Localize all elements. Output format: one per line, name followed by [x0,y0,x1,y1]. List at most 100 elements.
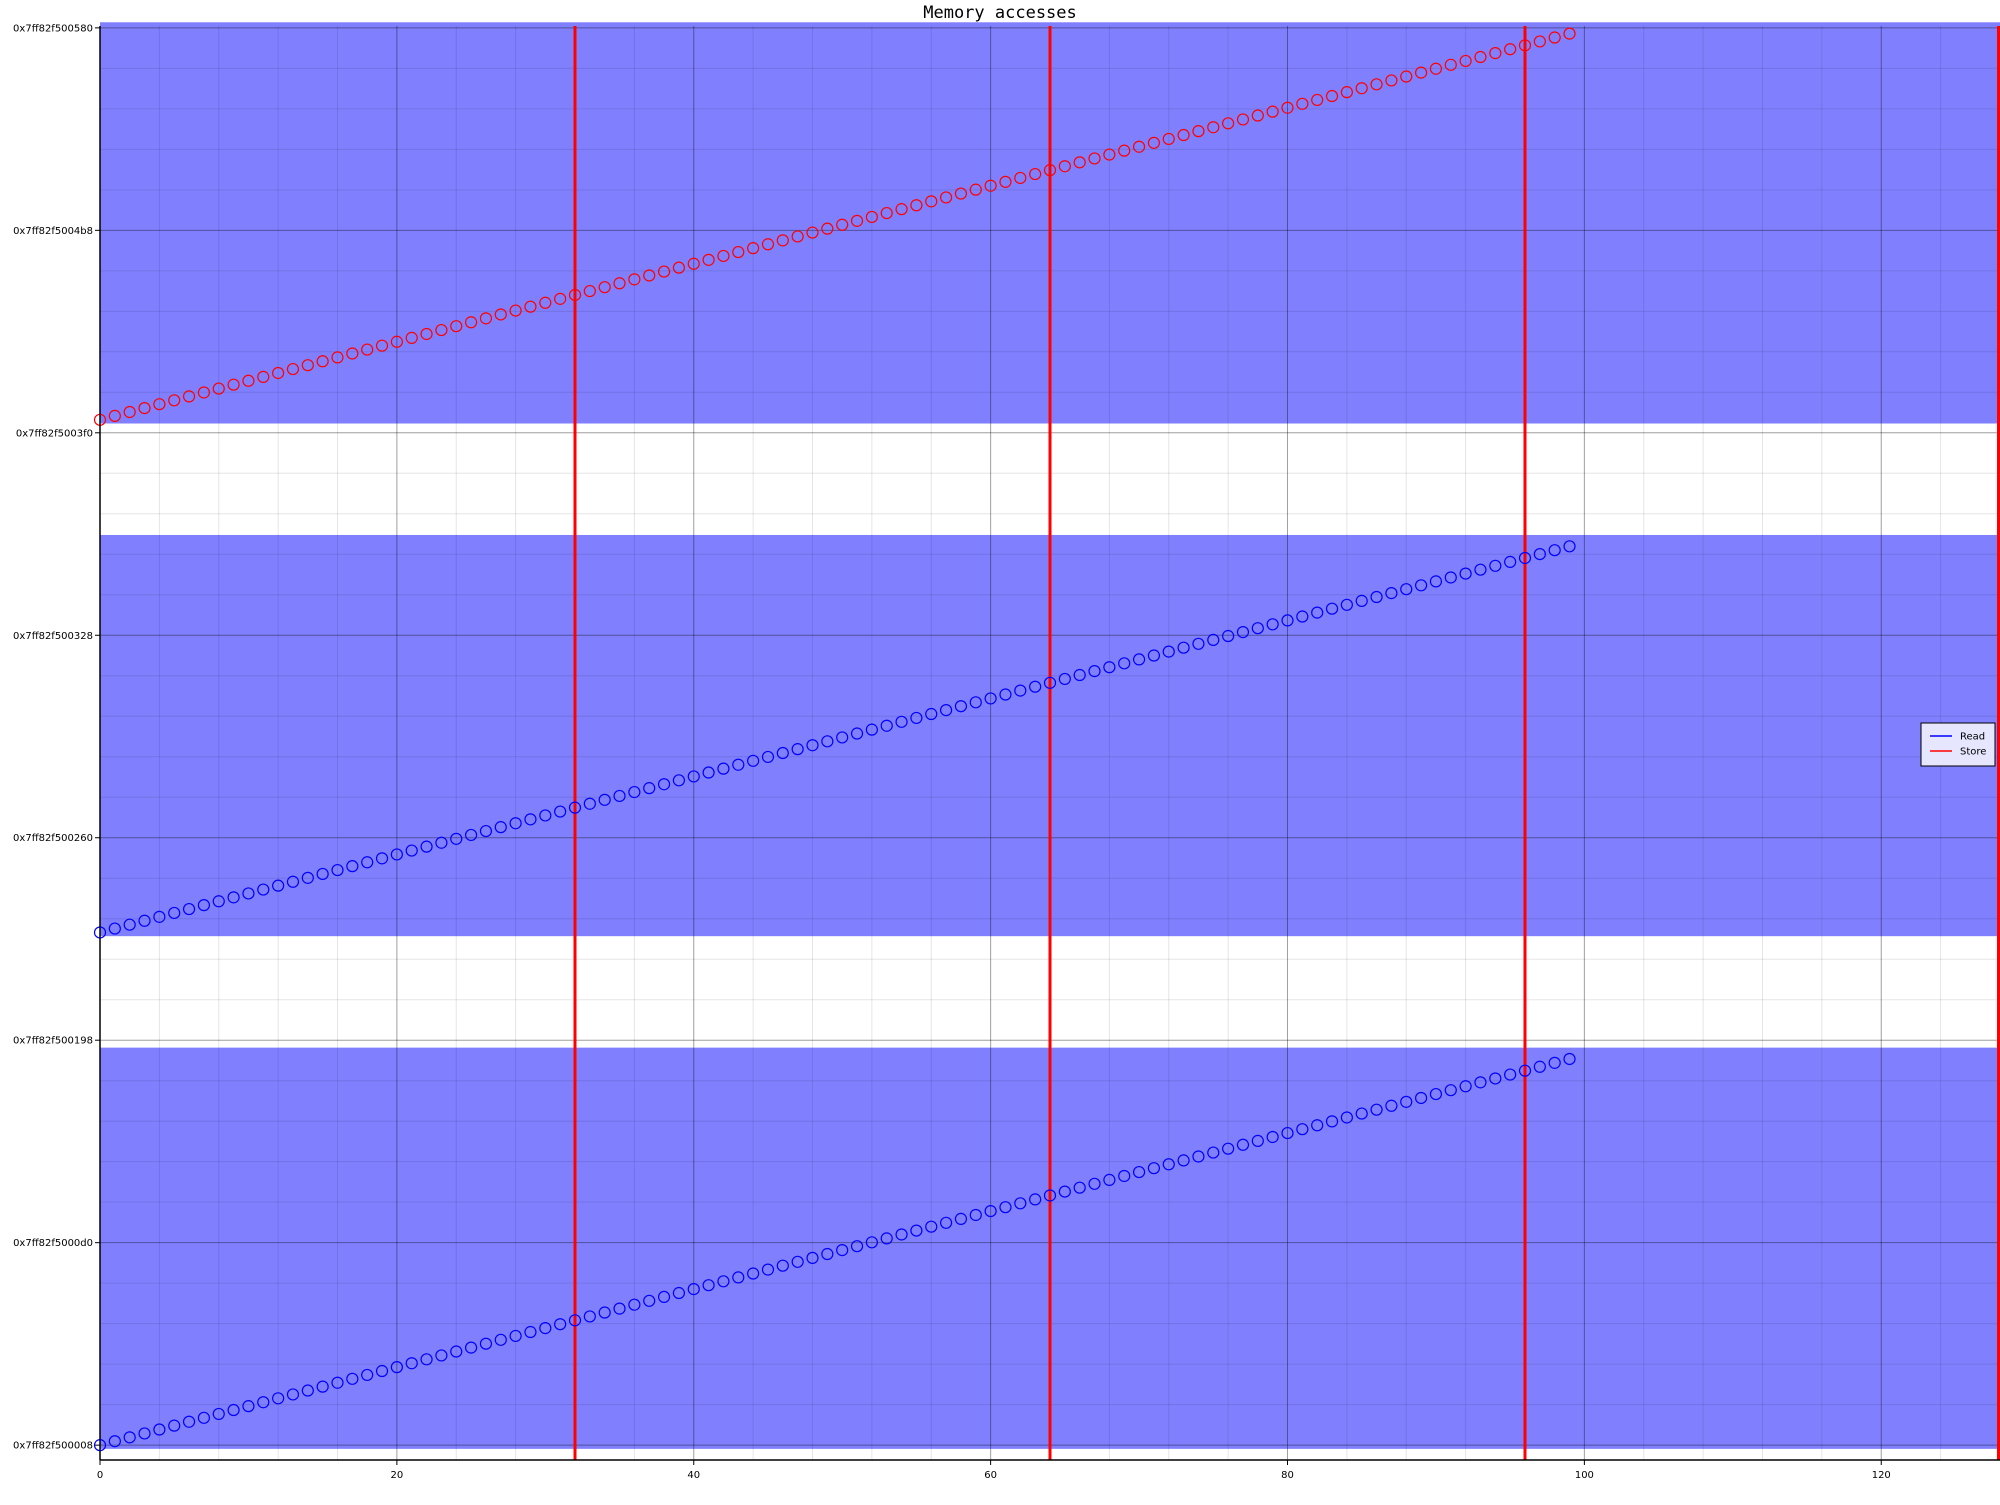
data-point [539,296,552,309]
data-point [761,238,775,251]
data-point [1548,544,1561,557]
data-point [494,821,507,834]
data-point [1400,583,1413,596]
data-point [272,366,285,380]
data-point [672,261,686,274]
data-point [850,1240,864,1253]
data-point [1118,144,1131,157]
data-point [776,746,789,760]
data-point [954,187,968,200]
data-point [628,273,641,286]
data-point [1132,1165,1146,1179]
y-tick-label: 0x7ff82f500328 [13,631,93,642]
data-point [984,1204,997,1218]
data-point [865,723,878,736]
data-point [138,914,151,927]
data-point [168,906,181,920]
data-point [1103,148,1116,161]
data-point [1459,54,1472,68]
data-point [1162,645,1175,658]
y-tick-label: 0x7ff82f500198 [13,1036,93,1047]
data-point [316,355,329,368]
data-point [1103,661,1116,674]
data-point [1118,657,1131,670]
data-point [257,1396,270,1409]
data-point [301,871,314,884]
y-tick-label: 0x7ff82f5004b8 [13,226,93,237]
data-point [865,210,878,224]
data-point [1340,598,1353,611]
chart-title: Memory accesses [923,3,1077,23]
data-point [272,1392,285,1405]
data-point [939,1216,953,1229]
data-point [821,222,834,235]
data-point [420,840,433,853]
data-point [1014,1197,1027,1210]
data-point [598,281,611,294]
data-point [954,1212,968,1225]
data-point [1207,121,1220,134]
x-tick-label: 0 [97,1470,103,1481]
data-point [346,1372,359,1385]
data-point [1147,1162,1161,1175]
data-point [1177,128,1190,142]
data-point [1073,156,1086,169]
data-point [1281,101,1294,114]
data-point [242,887,255,900]
data-point [1251,1134,1264,1147]
data-point [450,320,463,333]
data-point [509,304,522,317]
data-point [123,918,136,931]
data-point [227,378,240,391]
data-point [880,206,893,220]
data-point [568,1314,582,1327]
data-point [1296,610,1309,623]
data-point [925,1220,938,1233]
data-point [1385,586,1398,600]
data-point [910,199,923,212]
data-point [212,1407,225,1421]
data-point [717,1275,730,1288]
data-point [1444,58,1457,71]
data-point [925,707,938,721]
data-point [1548,1056,1561,1069]
legend-box [1920,722,1996,767]
x-tick-label: 40 [687,1470,700,1481]
data-point [1162,132,1175,146]
data-point [1489,559,1502,572]
data-point [761,750,775,764]
data-point [1340,1111,1353,1124]
data-point [1325,1115,1339,1128]
data-point [628,785,641,799]
data-point [197,899,211,912]
data-point [657,778,671,791]
legend-label: Read [1960,732,1985,743]
data-point [702,766,715,779]
data-point [227,1403,240,1417]
data-point [1014,171,1027,185]
data-point [301,1384,314,1397]
vertical-markers [573,26,2000,1460]
data-point [182,390,196,403]
data-point [836,218,849,231]
data-point [554,805,567,818]
data-point [1385,74,1398,87]
data-point [984,179,997,192]
data-point [123,1431,136,1444]
data-point [939,704,953,717]
data-point [1400,1095,1413,1108]
data-point [925,195,938,208]
data-point [643,1294,656,1307]
data-point [1504,555,1517,568]
data-point [821,1247,834,1261]
data-point [717,249,730,263]
data-point [346,860,359,873]
data-point [1058,1185,1071,1198]
data-point [672,774,686,787]
data-point [717,762,730,775]
y-tick-label: 0x7ff82f5000d0 [13,1238,93,1249]
data-point [895,715,908,728]
y-tick-label: 0x7ff82f500008 [13,1441,93,1452]
x-tick-label: 120 [1872,1470,1891,1481]
